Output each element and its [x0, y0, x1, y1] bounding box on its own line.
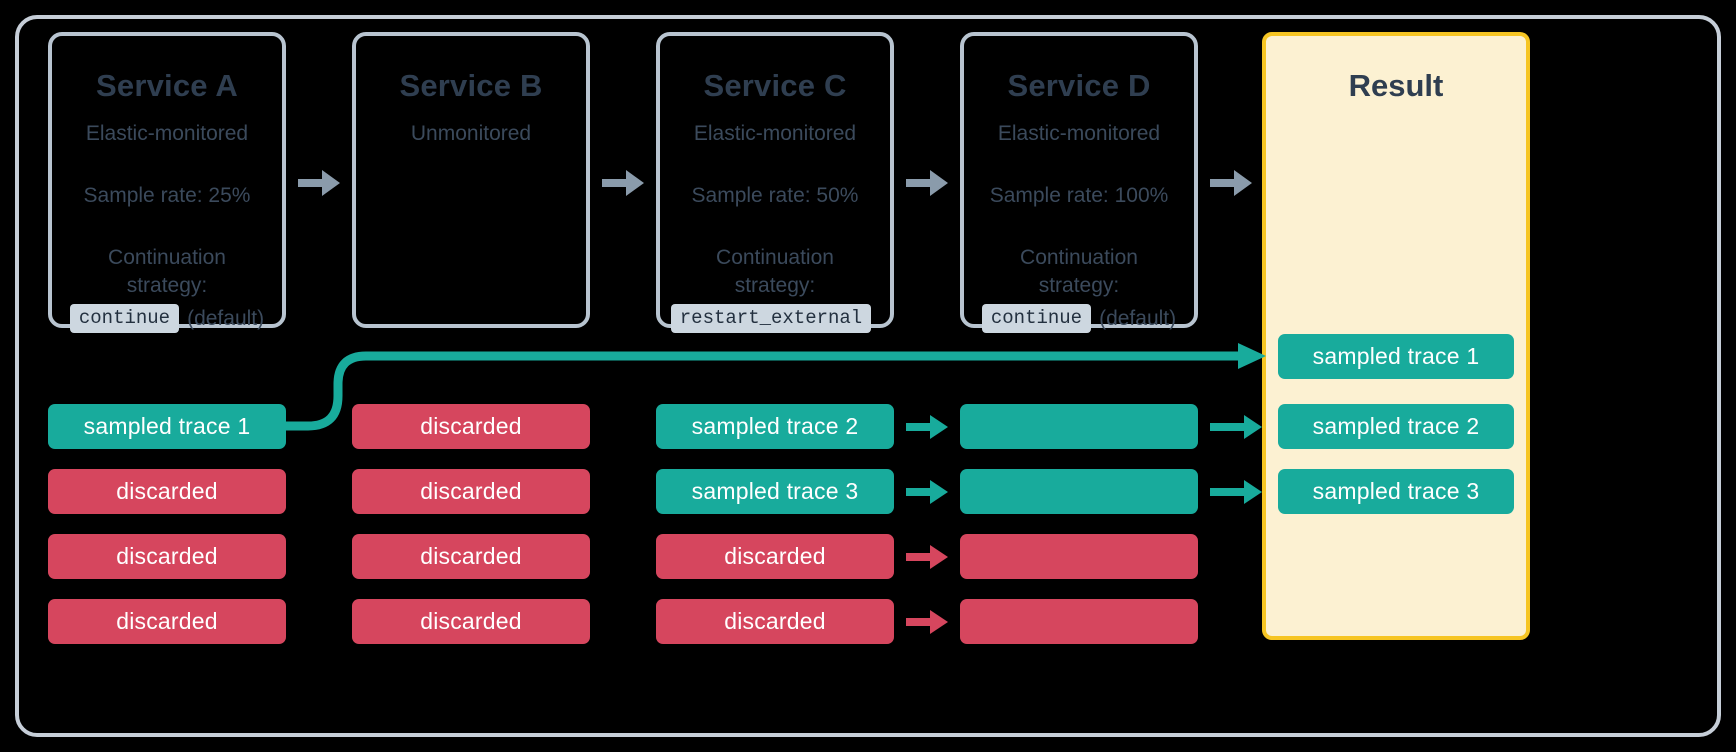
trace-bar-label: discarded [724, 608, 826, 634]
service-title: Service B [399, 68, 543, 103]
trace-bar-label: discarded [116, 543, 218, 569]
service-monitoring-status: Elastic-monitored [997, 122, 1161, 145]
strategy-word: strategy: [734, 274, 816, 297]
strategy-code-chip: continue [69, 304, 180, 333]
trace-bar: discarded [48, 534, 286, 579]
continuation-word: Continuation [108, 246, 226, 269]
service-strategy-row: restart_external [660, 304, 890, 333]
trace-bar [960, 534, 1198, 579]
service-box-b: Service B Unmonitored [352, 32, 590, 328]
flow-arrow-d-to-result-row2 [1210, 480, 1262, 504]
service-strategy-row: continue (default) [52, 304, 282, 333]
flow-arrow-c-to-d-row2 [906, 480, 948, 504]
service-title: Service C [703, 68, 847, 103]
service-box-a: Service A Elastic-monitored Sample rate:… [48, 32, 286, 333]
trace-bar: discarded [656, 599, 894, 644]
trace-bar: sampled trace 2 [656, 404, 894, 449]
result-trace-label: sampled trace 3 [1312, 478, 1480, 504]
result-trace-label: sampled trace 1 [1312, 343, 1480, 369]
result-trace-label: sampled trace 2 [1312, 413, 1480, 439]
strategy-default-note: (default) [1099, 306, 1177, 330]
trace-bar: discarded [352, 404, 590, 449]
flow-arrow-c-to-d-row3 [906, 545, 948, 569]
trace-bar-label: sampled trace 2 [691, 413, 859, 439]
result-trace-bar: sampled trace 2 [1278, 404, 1514, 449]
service-box-d: Service D Elastic-monitored Sample rate:… [960, 32, 1198, 333]
trace-bar-label: discarded [420, 608, 522, 634]
flow-arrow-d-to-result-row1 [1210, 415, 1262, 439]
result-trace-bar: sampled trace 3 [1278, 469, 1514, 514]
flow-arrow-c-to-d-row4 [906, 610, 948, 634]
service-sample-rate: Sample rate: 50% [691, 184, 859, 207]
trace-bar: discarded [352, 469, 590, 514]
trace-bar [960, 599, 1198, 644]
strategy-default-note: (default) [187, 306, 265, 330]
trace-bar-label: discarded [420, 478, 522, 504]
service-title: Service A [96, 68, 238, 103]
trace-bar-label: discarded [116, 608, 218, 634]
service-strategy-row: continue (default) [964, 304, 1194, 333]
step-arrow-c-to-d [906, 170, 948, 196]
strategy-code-chip: restart_external [670, 304, 872, 333]
trace-bar: sampled trace 3 [656, 469, 894, 514]
trace-bar: discarded [656, 534, 894, 579]
strategy-word: strategy: [1038, 274, 1120, 297]
trace-bar: discarded [48, 599, 286, 644]
service-monitoring-status: Elastic-monitored [693, 122, 857, 145]
service-title: Service D [1007, 68, 1151, 103]
service-monitoring-status: Unmonitored [410, 122, 532, 145]
trace-bar: discarded [48, 469, 286, 514]
step-arrow-d-to-result [1210, 170, 1252, 196]
continuation-word: Continuation [1020, 246, 1138, 269]
service-continuation-label: Continuation strategy: [660, 244, 890, 300]
service-continuation-label: Continuation strategy: [52, 244, 282, 300]
service-continuation-label: Continuation strategy: [964, 244, 1194, 300]
trace-bar: sampled trace 1 [48, 404, 286, 449]
trace-bar-label: sampled trace 3 [691, 478, 859, 504]
trace-bar [960, 469, 1198, 514]
continuation-word: Continuation [716, 246, 834, 269]
step-arrow-b-to-c [602, 170, 644, 196]
trace-bar [960, 404, 1198, 449]
flow-arrow-c-to-d-row1 [906, 415, 948, 439]
step-arrow-a-to-b [298, 170, 340, 196]
service-box-c: Service C Elastic-monitored Sample rate:… [656, 32, 894, 333]
strategy-word: strategy: [126, 274, 208, 297]
service-sample-rate: Sample rate: 100% [989, 184, 1169, 207]
trace-bar: discarded [352, 534, 590, 579]
trace-bar-label: discarded [724, 543, 826, 569]
trace-bar-label: sampled trace 1 [83, 413, 251, 439]
strategy-code-chip: continue [981, 304, 1092, 333]
service-monitoring-status: Elastic-monitored [85, 122, 249, 145]
service-sample-rate: Sample rate: 25% [83, 184, 251, 207]
result-title: Result [1348, 68, 1444, 103]
trace-bar: discarded [352, 599, 590, 644]
trace-bar-label: discarded [420, 543, 522, 569]
trace-bar-label: discarded [116, 478, 218, 504]
trace-bar-label: discarded [420, 413, 522, 439]
result-trace-bar: sampled trace 1 [1278, 334, 1514, 379]
